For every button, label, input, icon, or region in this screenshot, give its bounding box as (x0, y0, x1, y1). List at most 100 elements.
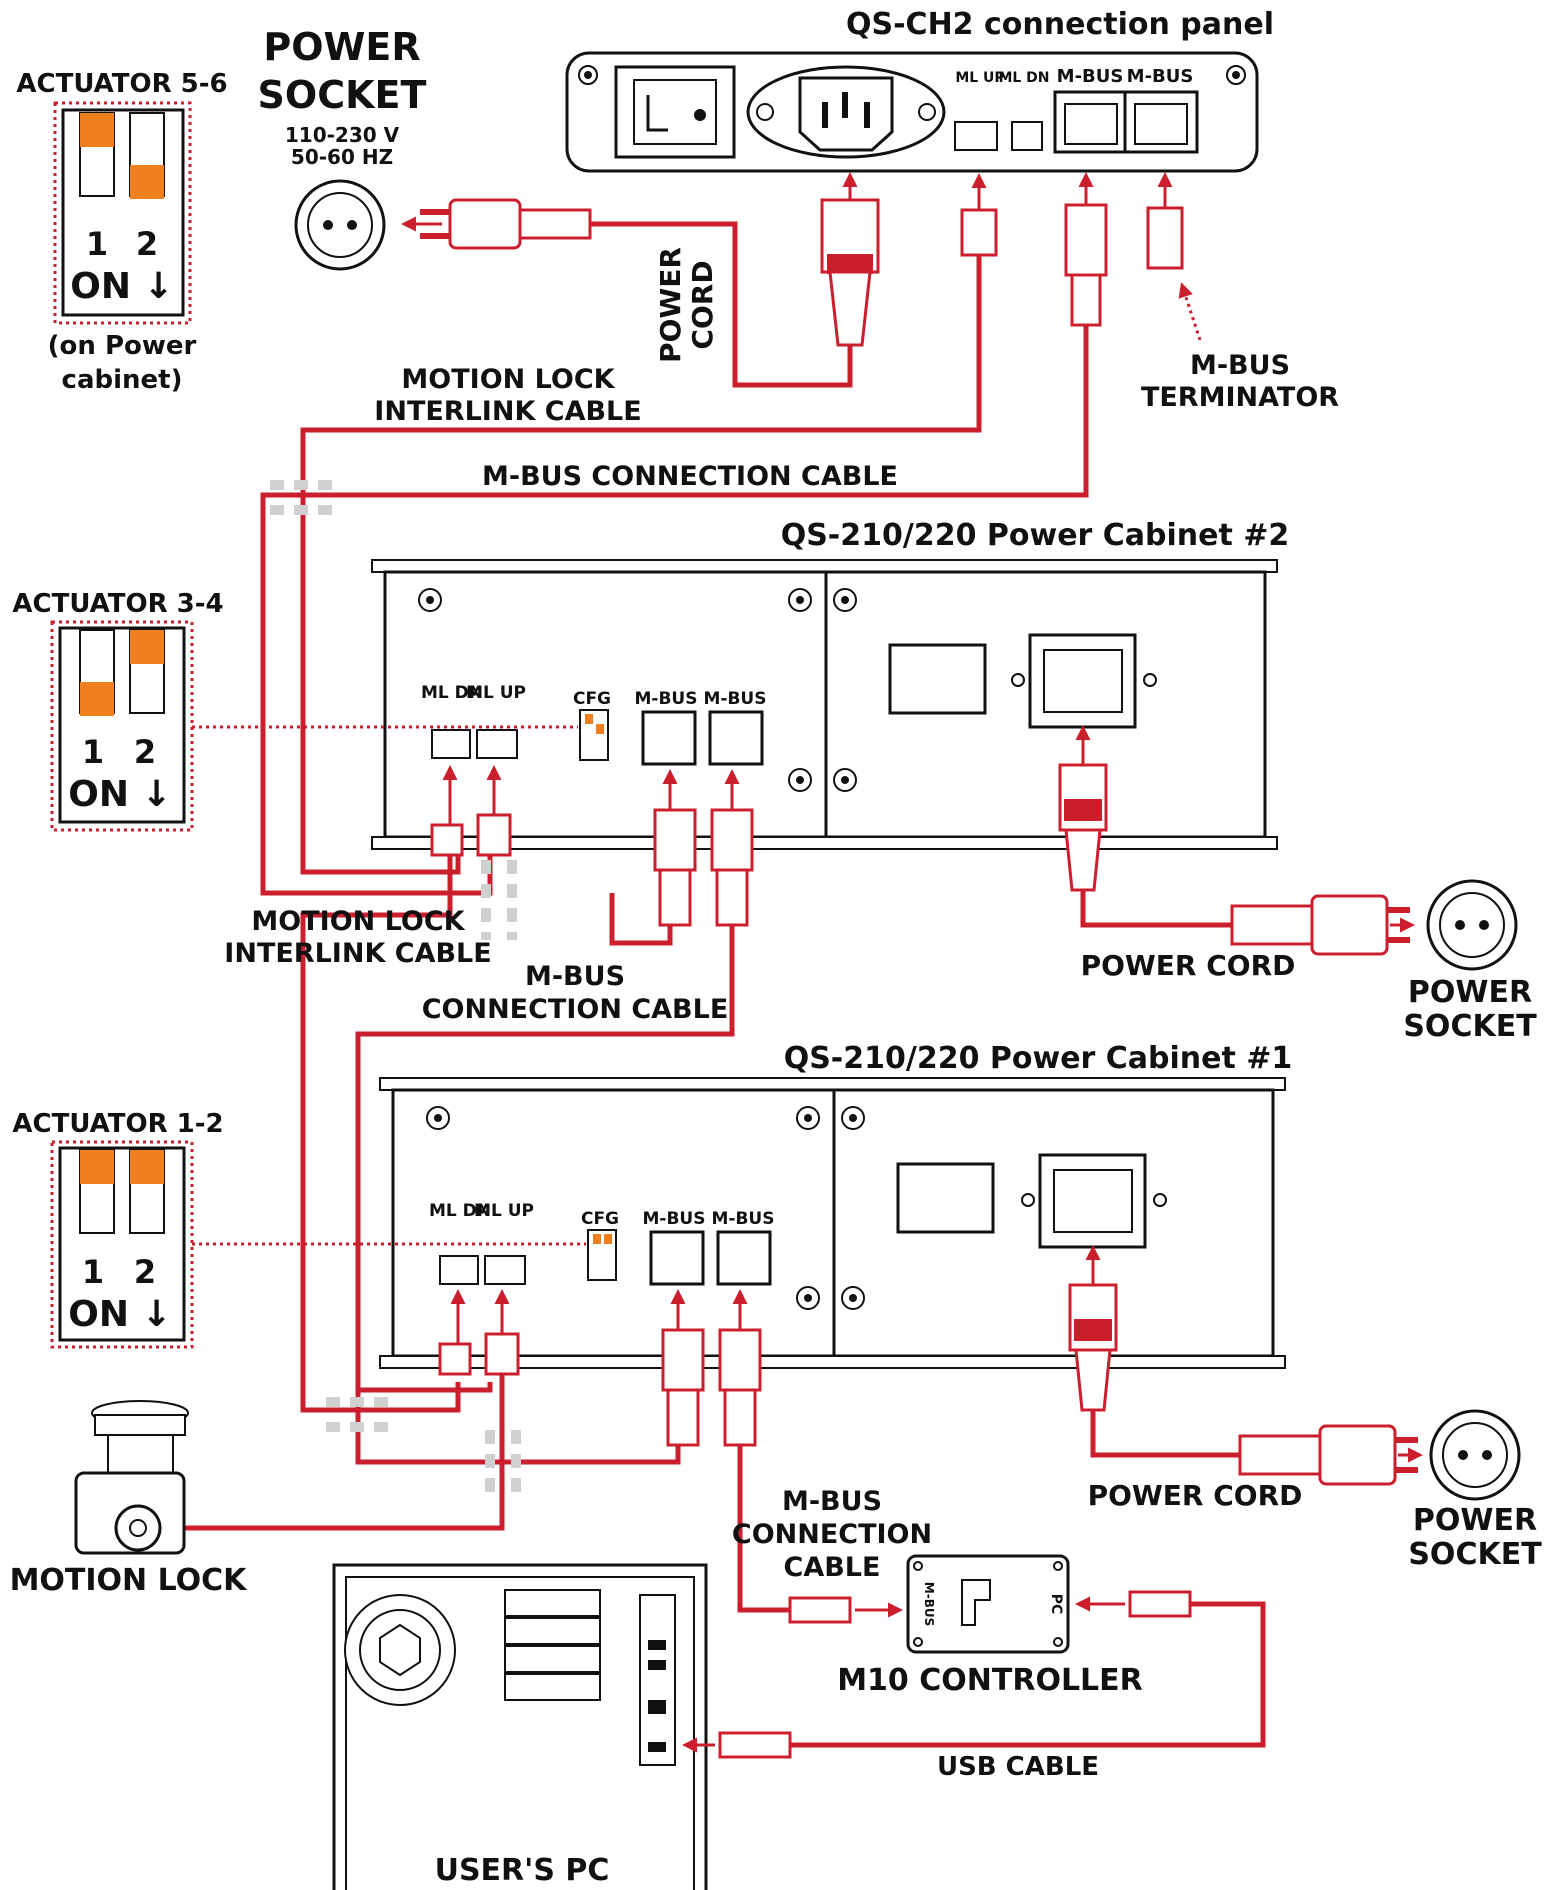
svg-text:ML UP: ML UP (955, 70, 1004, 86)
svg-text:1: 1 (86, 225, 108, 263)
svg-text:ML DN: ML DN (421, 683, 483, 703)
ml-interlink-cable-middle (300, 855, 461, 1413)
usb-cable (790, 1601, 1266, 1748)
motion-lock-cable (150, 1374, 505, 1531)
power-inlet (746, 65, 946, 159)
power-cord-cabinet2 (1080, 890, 1232, 928)
svg-text:(on Power: (on Power (48, 331, 197, 361)
cabinet1-mbus-1 (649, 1230, 705, 1286)
svg-text:INTERLINK CABLE: INTERLINK CABLE (374, 396, 641, 427)
cabinet1-ml-up-port (484, 1255, 526, 1285)
svg-text:INTERLINK CABLE: INTERLINK CABLE (224, 938, 491, 969)
svg-text:ML UP: ML UP (474, 1201, 534, 1221)
svg-text:ACTUATOR 5-6: ACTUATOR 5-6 (16, 69, 227, 99)
svg-text:2: 2 (134, 733, 156, 771)
users-pc-label: USER'S PC (435, 1853, 610, 1888)
svg-text:MOTION LOCK: MOTION LOCK (251, 906, 465, 937)
power-plug-cabinet1 (1238, 1424, 1423, 1486)
svg-text:1: 1 (82, 1253, 104, 1291)
cabinet1-title: QS-210/220 Power Cabinet #1 (784, 1041, 1293, 1076)
users-pc (332, 1563, 708, 1890)
cabinet2-ml-up-port (476, 729, 518, 759)
svg-text:ON ↓: ON ↓ (70, 266, 173, 307)
svg-text:M-BUS: M-BUS (525, 961, 625, 992)
power-plug-cabinet2 (1230, 894, 1415, 956)
svg-text:M-BUS: M-BUS (1127, 66, 1194, 87)
svg-text:M-BUS: M-BUS (782, 1486, 882, 1517)
svg-text:CFG: CFG (573, 689, 611, 709)
ml-up-port (954, 121, 998, 151)
svg-text:CONNECTION: CONNECTION (732, 1519, 932, 1550)
cabinet1-ml-dn-port (439, 1255, 479, 1285)
svg-text:ACTUATOR 1-2: ACTUATOR 1-2 (12, 1109, 223, 1139)
cabinet1-switch (896, 1162, 995, 1234)
svg-text:POWER: POWER (1408, 975, 1532, 1010)
svg-text:ACTUATOR 3-4: ACTUATOR 3-4 (12, 589, 223, 619)
svg-text:ON ↓: ON ↓ (68, 1294, 171, 1335)
svg-text:SOCKET: SOCKET (1408, 1537, 1542, 1572)
svg-text:ML UP: ML UP (466, 683, 526, 703)
svg-text:110-230 V: 110-230 V (285, 123, 400, 147)
actuator-56-switch: ACTUATOR 5-6 1 2 ON ↓ (16, 69, 228, 325)
svg-text:SOCKET: SOCKET (258, 73, 427, 117)
svg-text:CFG: CFG (581, 1209, 619, 1229)
svg-text:ML DN: ML DN (998, 70, 1049, 86)
svg-text:ML DN: ML DN (429, 1201, 491, 1221)
cabinet2-title: QS-210/220 Power Cabinet #2 (781, 518, 1290, 553)
cabinet2-mbus-to-ml (609, 893, 673, 946)
motion-lock-button (74, 1400, 189, 1555)
cabinet2-cfg-switch (579, 709, 609, 761)
svg-text:M-BUS: M-BUS (643, 1209, 706, 1229)
svg-text:TERMINATOR: TERMINATOR (1141, 382, 1339, 413)
panel-title: QS-CH2 connection panel (846, 7, 1274, 42)
svg-text:POWER CORD: POWER CORD (1081, 949, 1296, 982)
cabinet2-plugs (430, 725, 1108, 927)
svg-text:CONNECTION CABLE: CONNECTION CABLE (422, 994, 729, 1025)
svg-text:CABLE: CABLE (784, 1552, 881, 1583)
svg-text:M-BUS: M-BUS (704, 689, 767, 709)
power-socket-cabinet1 (1429, 1409, 1521, 1501)
mbus-plug-controller (788, 1596, 903, 1624)
svg-text:M-BUS: M-BUS (1057, 66, 1124, 87)
svg-text:M-BUS CONNECTION CABLE: M-BUS CONNECTION CABLE (482, 461, 898, 492)
m10-controller-label: M10 CONTROLLER (837, 1663, 1143, 1698)
usb-plug-controller (1075, 1590, 1192, 1618)
svg-text:ON ↓: ON ↓ (68, 774, 171, 815)
cabinet2-switch (888, 643, 987, 715)
svg-text:POWER: POWER (654, 247, 687, 363)
connection-panel: ML UP ML DN M-BUS M-BUS (565, 51, 1259, 173)
cabinet2-ml-dn-port (431, 729, 471, 759)
power-socket-top (294, 179, 386, 271)
actuator-12-switch: ACTUATOR 1-2 1 2 ON ↓ (12, 1109, 224, 1349)
mbus-terminator (1146, 172, 1202, 341)
m10-controller: M-BUS PC (906, 1554, 1070, 1654)
svg-text:2: 2 (136, 225, 158, 263)
mbus-cable-middle (355, 925, 735, 1393)
svg-text:PC: PC (1048, 1594, 1064, 1615)
actuator-34-switch: ACTUATOR 3-4 1 2 ON ↓ (12, 589, 224, 832)
svg-text:M-BUS: M-BUS (635, 689, 698, 709)
cabinet1-mbus-link (355, 1390, 681, 1465)
cabinet2-mbus-1 (641, 710, 697, 766)
motion-lock-label: MOTION LOCK (10, 1563, 249, 1598)
svg-text:SOCKET: SOCKET (1403, 1009, 1537, 1044)
cabinet1-mbus-2 (716, 1230, 772, 1286)
svg-text:cabinet): cabinet) (62, 365, 183, 395)
svg-text:POWER: POWER (263, 25, 420, 69)
svg-text:POWER: POWER (1413, 1503, 1537, 1538)
svg-text:1: 1 (82, 733, 104, 771)
power-cabinet-2: ML DN ML UP CFG M-BUS M-BUS (371, 559, 1278, 850)
mbus-cable-to-controller (737, 1445, 790, 1613)
svg-text:2: 2 (134, 1253, 156, 1291)
ml-plug-panel (960, 173, 998, 257)
usb-plug-pc (682, 1731, 792, 1759)
svg-text:CORD: CORD (686, 260, 719, 349)
ml-dn-port (1011, 121, 1043, 151)
svg-text:MOTION LOCK: MOTION LOCK (401, 364, 615, 395)
svg-text:M-BUS: M-BUS (712, 1209, 775, 1229)
usb-cable-label: USB CABLE (937, 1752, 1099, 1782)
iec-plug-panel (820, 172, 880, 347)
cabinet2-mbus-2 (708, 710, 764, 766)
power-plug-top (420, 198, 592, 250)
